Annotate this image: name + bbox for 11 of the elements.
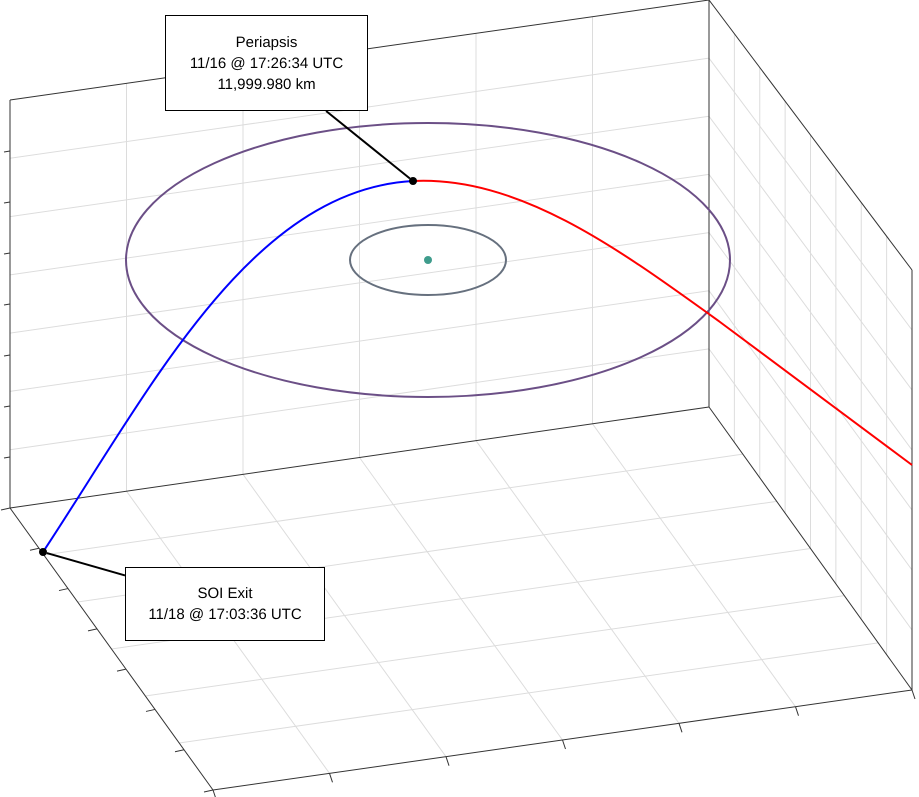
callout-text: 11/18 @ 17:03:36 UTC: [148, 605, 302, 625]
leader-line: [325, 110, 411, 180]
callout-text: SOI Exit: [197, 584, 252, 604]
point-marker: [39, 548, 47, 556]
callout-text: 11/16 @ 17:26:34 UTC: [190, 54, 344, 74]
callout-text: 11,999.980 km: [217, 74, 316, 94]
leader-line: [46, 552, 126, 576]
point-marker: [409, 177, 417, 185]
callout-box: [125, 567, 325, 641]
callout-text: Periapsis: [236, 32, 298, 52]
callout-box: [165, 15, 368, 111]
